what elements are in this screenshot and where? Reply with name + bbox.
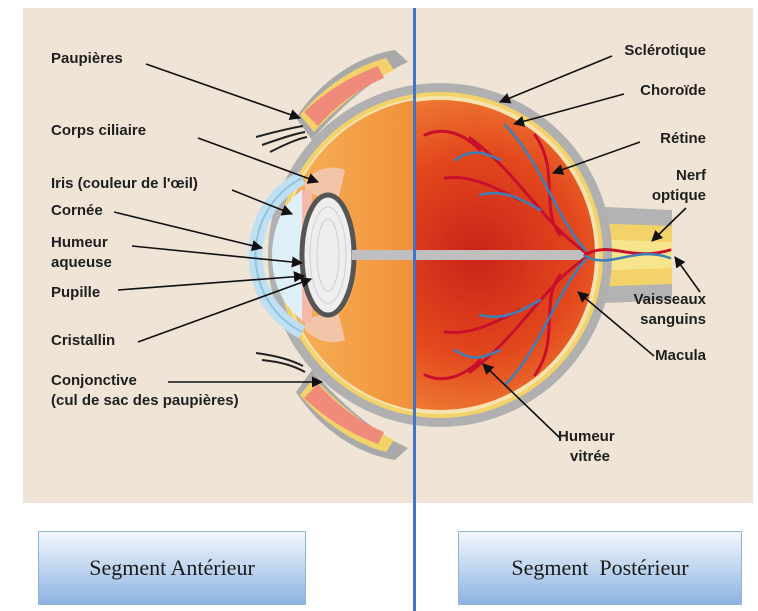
anterior-segment-label: Segment Antérieur — [89, 555, 255, 581]
label-vaisseaux-line1: Vaisseaux — [633, 291, 706, 308]
anterior-segment-box: Segment Antérieur — [38, 531, 306, 605]
lens — [302, 195, 354, 315]
posterior-segment-label: Segment Postérieur — [511, 555, 688, 581]
label-conjonctive-line1: Conjonctive — [51, 372, 137, 389]
label-vaisseaux-line2: sanguins — [640, 311, 706, 328]
label-macula: Macula — [655, 347, 707, 364]
segment-divider-line — [413, 8, 416, 611]
label-corps-ciliaire: Corps ciliaire — [51, 122, 146, 139]
label-choroide: Choroïde — [640, 82, 706, 99]
label-humeur-vitree-line1: Humeur — [558, 428, 615, 445]
label-paupieres: Paupières — [51, 50, 123, 67]
label-nerf-line2: optique — [652, 187, 706, 204]
label-retine: Rétine — [660, 130, 706, 147]
label-iris: Iris (couleur de l'œil) — [51, 175, 198, 192]
label-humeur-aqueuse-line2: aqueuse — [51, 254, 112, 271]
posterior-segment-box: Segment Postérieur — [458, 531, 742, 605]
label-cristallin: Cristallin — [51, 332, 115, 349]
label-humeur-aqueuse-line1: Humeur — [51, 234, 108, 251]
label-humeur-vitree-line2: vitrée — [570, 448, 610, 465]
label-pupille: Pupille — [51, 284, 100, 301]
visual-axis — [352, 250, 584, 260]
label-sclerotique: Sclérotique — [624, 42, 706, 59]
label-nerf-line1: Nerf — [676, 167, 707, 184]
label-conjonctive-line2: (cul de sac des paupières) — [51, 392, 239, 409]
label-cornee: Cornée — [51, 202, 103, 219]
